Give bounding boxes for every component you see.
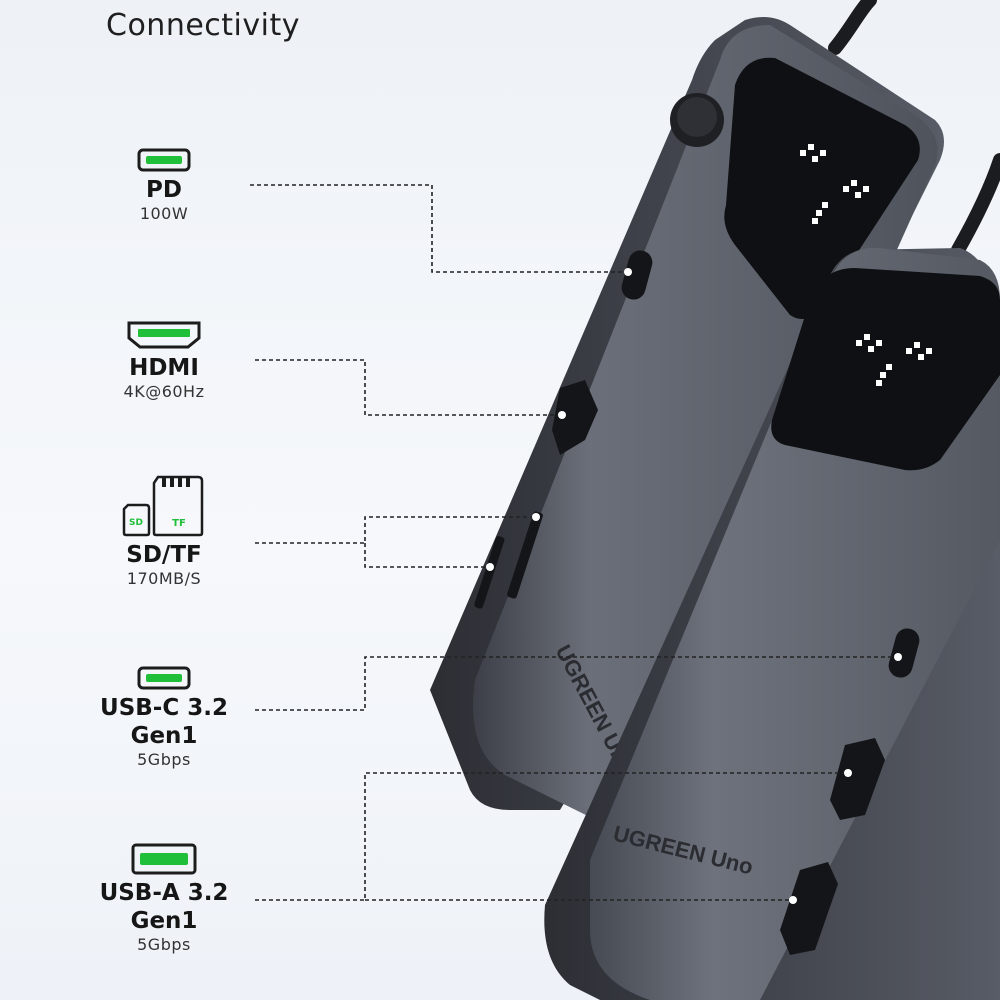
- back-hub: UGREEN Un: [430, 16, 944, 824]
- back-hub-hdmi-port: [552, 380, 598, 455]
- port-usba-name-line1: USB-A 3.2: [99, 880, 229, 906]
- tf-card-label: TF: [172, 518, 186, 529]
- port-sdtf-name: SD/TF: [126, 542, 202, 568]
- usb-c-port-icon: [137, 666, 191, 690]
- page-title: Connectivity: [106, 8, 300, 43]
- port-usba: USB-A 3.2 Gen1 5Gbps: [89, 843, 239, 955]
- port-sdtf: TF SD SD/TF 170MB/S: [89, 475, 239, 589]
- port-pd-spec: 100W: [139, 204, 189, 223]
- back-hub-cable: [828, 0, 877, 55]
- port-usbc-spec: 5Gbps: [137, 750, 191, 769]
- front-hub-face-icon: [856, 334, 932, 386]
- port-sdtf-spec: 170MB/S: [126, 569, 202, 588]
- back-hub-pd-port: [621, 250, 653, 300]
- sd-card-label: SD: [129, 518, 143, 528]
- port-pd-name: PD: [146, 177, 182, 203]
- port-hdmi-name: HDMI: [129, 355, 199, 381]
- back-hub-face-icon: [800, 144, 869, 224]
- usb-a-port-icon: [131, 843, 197, 875]
- port-pd: PD 100W: [89, 148, 239, 224]
- port-usbc-name-line1: USB-C 3.2: [100, 695, 228, 721]
- port-usba-spec: 5Gbps: [137, 935, 191, 954]
- port-hdmi-spec: 4K@60Hz: [123, 382, 205, 401]
- usb-c-port-icon: [137, 148, 191, 172]
- port-usbc-name-line2: Gen1: [130, 723, 198, 749]
- sd-tf-card-icon: TF SD: [122, 475, 204, 537]
- port-hdmi: HDMI 4K@60Hz: [89, 320, 239, 402]
- port-usba-name-line2: Gen1: [130, 908, 198, 934]
- front-hub-cable: [951, 153, 1000, 257]
- port-usbc: USB-C 3.2 Gen1 5Gbps: [89, 666, 239, 770]
- hdmi-port-icon: [127, 321, 201, 349]
